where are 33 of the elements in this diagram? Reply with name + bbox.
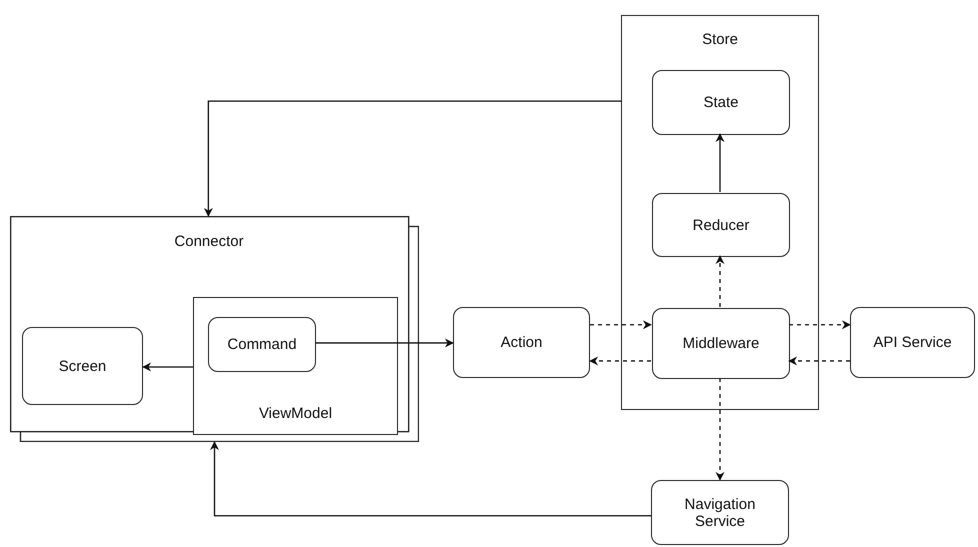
node-label: API Service [873, 334, 952, 351]
node-label: Reducer [692, 216, 750, 234]
arrow [716, 378, 724, 481]
stacked-frame [10, 216, 419, 442]
node-label: Action [500, 334, 542, 351]
process-box [453, 307, 590, 378]
arrow [788, 356, 850, 366]
arrow [789, 320, 851, 330]
node-label: Middleware [682, 335, 760, 352]
node-label: Store [701, 31, 739, 48]
arrow [315, 338, 454, 348]
process-box [652, 70, 790, 135]
arrow [716, 255, 724, 307]
node-label: Command [227, 336, 297, 353]
node-label: Navigation Service [684, 496, 756, 530]
process-box [651, 480, 789, 545]
arrow [590, 320, 652, 330]
arrow [142, 362, 193, 372]
container-frame [621, 15, 819, 410]
node-label: State [703, 94, 739, 111]
process-box [22, 327, 143, 405]
process-box [208, 317, 316, 372]
node-label: Connector [173, 233, 245, 250]
arrow [589, 356, 651, 366]
process-box [652, 193, 790, 257]
arrow [210, 441, 651, 516]
arrow [204, 100, 621, 217]
process-box [850, 307, 975, 378]
group-frame [193, 297, 398, 435]
node-label: ViewModel [258, 405, 334, 422]
process-box [652, 308, 790, 379]
node-label: Screen [58, 358, 106, 374]
arrow [716, 133, 724, 192]
